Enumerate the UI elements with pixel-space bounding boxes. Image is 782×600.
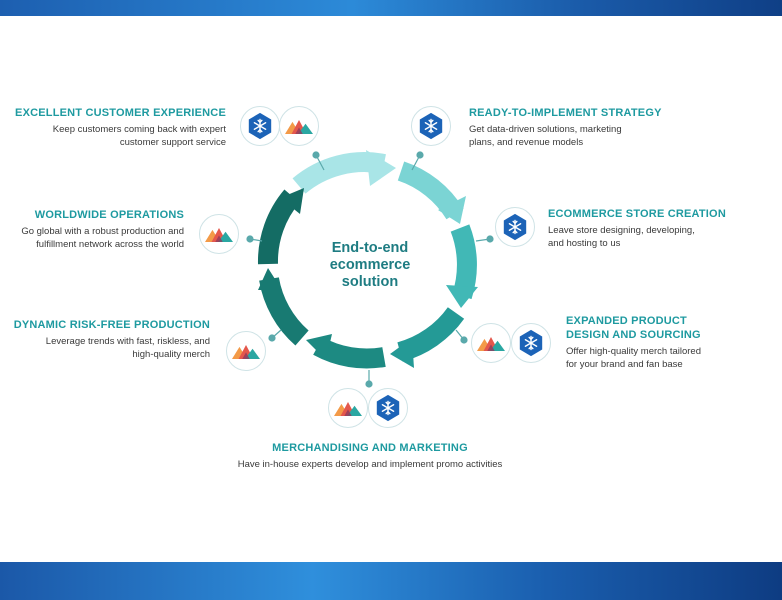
item-ready-title: READY-TO-IMPLEMENT STRATEGY	[469, 107, 662, 119]
item-risk-title: DYNAMIC RISK-FREE PRODUCTION	[13, 319, 210, 331]
badge-excellent-mountain	[279, 106, 319, 146]
item-expanded-title-line2: DESIGN AND SOURCING	[566, 329, 701, 341]
badge-ready-snowflake	[411, 106, 451, 146]
connector-dot-store	[486, 235, 494, 243]
cycle-segment-7	[257, 189, 300, 265]
item-expanded-desc-line1: Offer high-quality merch tailored	[566, 346, 701, 357]
item-store-title: ECOMMERCE STORE CREATION	[548, 208, 726, 220]
item-ready-desc-line2: plans, and revenue models	[469, 137, 584, 148]
connector-dot-merch	[365, 380, 373, 388]
item-store-desc-line1: Leave store designing, developing,	[548, 225, 695, 236]
item-merch-desc: Have in-house experts develop and implem…	[237, 459, 503, 470]
top-banner	[0, 0, 782, 16]
item-excellent: EXCELLENT CUSTOMER EXPERIENCE Keep custo…	[10, 106, 226, 149]
cycle-arrow-5	[306, 334, 332, 360]
mountain-logo-icon	[334, 401, 362, 416]
item-risk-desc-line2: high-quality merch	[132, 349, 210, 360]
badge-store-snowflake	[495, 207, 535, 247]
cycle-arrow-6	[258, 268, 282, 290]
item-ready-desc: Get data-driven solutions, marketing pla…	[469, 123, 689, 149]
item-worldwide-title: WORLDWIDE OPERATIONS	[34, 209, 184, 221]
cycle-arrow-2	[438, 196, 466, 224]
item-excellent-desc: Keep customers coming back with expert c…	[10, 123, 226, 149]
bottom-banner	[0, 562, 782, 600]
snowflake-hexagon-icon	[517, 329, 545, 357]
item-excellent-desc-line2: customer support service	[119, 137, 226, 148]
center-line-1: End-to-end	[331, 240, 409, 256]
badge-expanded-mountain	[471, 323, 511, 363]
cycle-segment-3	[450, 224, 477, 300]
snowflake-hexagon-icon	[374, 394, 402, 422]
item-worldwide-desc-line2: fulfillment network across the world	[36, 239, 184, 250]
item-risk-desc-line1: Leverage trends with fast, riskless, and	[45, 336, 210, 347]
item-expanded-title: EXPANDED PRODUCT DESIGN AND SOURCING	[566, 314, 766, 342]
item-merch: MERCHANDISING AND MARKETING Have in-hous…	[190, 441, 550, 471]
item-excellent-desc-line1: Keep customers coming back with expert	[52, 124, 226, 135]
connector-dot-excellent	[312, 151, 320, 159]
item-worldwide-desc-line1: Go global with a robust production and	[21, 226, 184, 237]
item-ready-desc-line1: Get data-driven solutions, marketing	[469, 124, 622, 135]
center-line-3: solution	[341, 274, 399, 290]
mountain-logo-icon	[285, 119, 313, 134]
center-line-2: ecommerce	[329, 257, 411, 273]
item-expanded-title-line1: EXPANDED PRODUCT	[566, 315, 687, 327]
connector-dot-ready	[416, 151, 424, 159]
badge-risk-mountain	[226, 331, 266, 371]
item-store: ECOMMERCE STORE CREATION Leave store des…	[548, 207, 780, 250]
badge-excellent-snowflake	[240, 106, 280, 146]
snowflake-hexagon-icon	[246, 112, 274, 140]
connector-dot-risk	[268, 334, 276, 342]
item-worldwide: WORLDWIDE OPERATIONS Go global with a ro…	[0, 208, 184, 251]
item-expanded-desc: Offer high-quality merch tailored for yo…	[566, 345, 766, 371]
cycle-arrow-1	[366, 150, 396, 186]
badge-merch-snowflake	[368, 388, 408, 428]
cycle-arrow-3	[446, 285, 478, 308]
item-ready: READY-TO-IMPLEMENT STRATEGY Get data-dri…	[469, 106, 689, 149]
connector-dot-worldwide	[246, 235, 254, 243]
item-expanded: EXPANDED PRODUCT DESIGN AND SOURCING Off…	[566, 314, 766, 371]
snowflake-hexagon-icon	[501, 213, 529, 241]
cycle-arrow-7	[280, 188, 304, 214]
item-risk-desc: Leverage trends with fast, riskless, and…	[8, 335, 210, 361]
badge-expanded-snowflake	[511, 323, 551, 363]
badge-worldwide-mountain	[199, 214, 239, 254]
item-risk: DYNAMIC RISK-FREE PRODUCTION Leverage tr…	[8, 318, 210, 361]
item-excellent-title: EXCELLENT CUSTOMER EXPERIENCE	[15, 107, 226, 119]
badge-merch-mountain	[328, 388, 368, 428]
cycle-arrow-4	[390, 338, 414, 368]
item-store-desc-line2: and hosting to us	[548, 238, 621, 249]
item-expanded-desc-line2: for your brand and fan base	[566, 359, 683, 370]
snowflake-hexagon-icon	[417, 112, 445, 140]
connector-dot-expanded	[460, 336, 468, 344]
mountain-logo-icon	[477, 336, 505, 351]
mountain-logo-icon	[205, 227, 233, 242]
item-store-desc: Leave store designing, developing, and h…	[548, 224, 780, 250]
center-label: End-to-end ecommerce solution	[300, 240, 440, 291]
item-merch-title: MERCHANDISING AND MARKETING	[272, 442, 468, 454]
item-worldwide-desc: Go global with a robust production and f…	[0, 225, 184, 251]
mountain-logo-icon	[232, 344, 260, 359]
